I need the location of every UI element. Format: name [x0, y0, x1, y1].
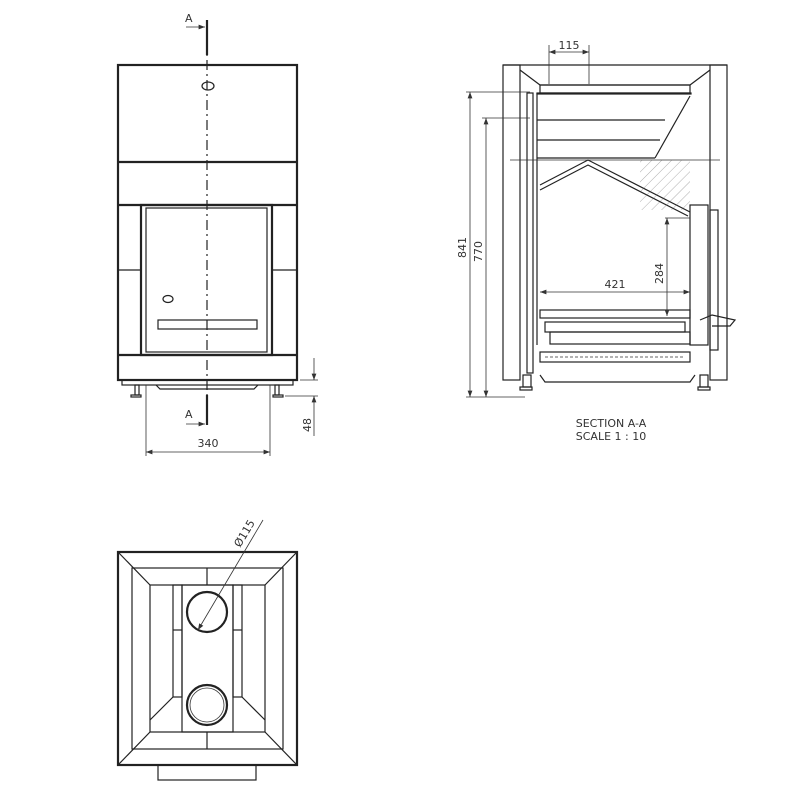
top-view: Ø115 [116, 517, 299, 781]
width-dimension: 340 [198, 437, 219, 450]
logo-badge-icon [201, 81, 215, 91]
section-title: SECTION A-A [576, 417, 647, 430]
firebox-depth-dimension: 421 [605, 278, 626, 291]
flue-outlet-rear [185, 683, 229, 727]
height-dimension-inner: 770 [472, 241, 485, 262]
height-dimension-total: 841 [456, 237, 469, 258]
front-view: A A 340 48 [116, 12, 318, 456]
section-scale: SCALE 1 : 10 [576, 430, 646, 443]
section-marker-bottom: A [185, 408, 193, 421]
logo-badge-icon [162, 294, 174, 304]
flue-dimension: 115 [559, 39, 580, 52]
firebox-height-dimension: 284 [653, 263, 666, 284]
section-marker-top: A [185, 12, 193, 25]
section-view: 841 770 115 421 284 SECTION A-A SCALE 1 … [456, 39, 737, 443]
flue-diameter-dimension: Ø115 [231, 517, 257, 549]
foot-height-dimension: 48 [301, 418, 314, 432]
flue-outlet-top [185, 590, 229, 634]
